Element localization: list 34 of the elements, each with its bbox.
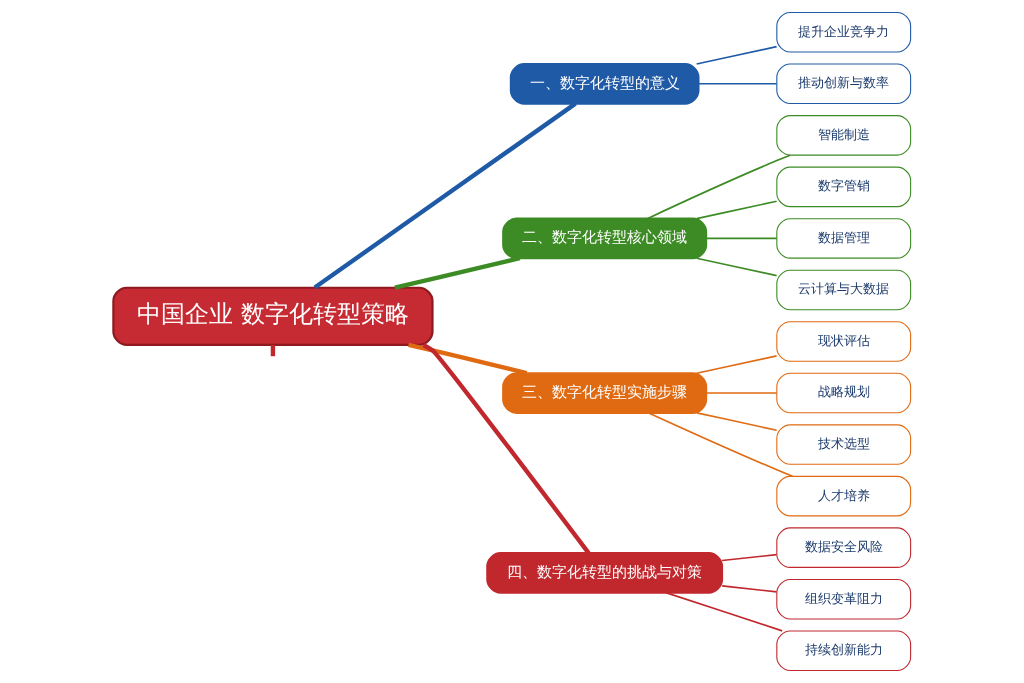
connector bbox=[394, 256, 521, 290]
connector bbox=[270, 345, 276, 357]
connector bbox=[313, 101, 577, 290]
connector bbox=[695, 45, 778, 65]
connector bbox=[705, 392, 778, 394]
connector bbox=[408, 342, 528, 376]
node-box: 二、数字化转型核心领域 bbox=[502, 217, 708, 260]
node-box: 提升企业竞争力 bbox=[776, 11, 912, 53]
node-box: 人才培养 bbox=[776, 475, 912, 517]
connector bbox=[697, 83, 778, 85]
connector bbox=[695, 257, 778, 277]
node-box: 云计算与大数据 bbox=[776, 269, 912, 311]
node-box: 数字管销 bbox=[776, 166, 912, 208]
node-box: 持续创新能力 bbox=[776, 630, 912, 672]
connector bbox=[721, 585, 778, 593]
node-box: 技术选型 bbox=[776, 424, 912, 465]
node-box: 一、数字化转型的意义 bbox=[509, 62, 700, 105]
node-box: 数据管理 bbox=[776, 218, 912, 259]
connector bbox=[695, 355, 778, 375]
connector bbox=[695, 200, 778, 220]
node-box: 三、数字化转型实施步骤 bbox=[502, 372, 708, 414]
node-box: 推动创新与数率 bbox=[776, 63, 912, 105]
connector bbox=[422, 343, 591, 555]
connector bbox=[695, 412, 778, 432]
connector bbox=[705, 237, 778, 240]
node-box: 中国企业 数字化转型策略 bbox=[112, 286, 434, 346]
node-box: 组织变革阻力 bbox=[776, 578, 912, 620]
node-box: 智能制造 bbox=[776, 115, 912, 156]
node-box: 现状评估 bbox=[776, 321, 912, 362]
connector bbox=[721, 553, 778, 562]
node-box: 数据安全风险 bbox=[776, 527, 912, 568]
node-box: 四、数字化转型的挑战与对策 bbox=[486, 552, 724, 594]
connector bbox=[665, 591, 784, 632]
node-box: 战略规划 bbox=[776, 372, 912, 414]
